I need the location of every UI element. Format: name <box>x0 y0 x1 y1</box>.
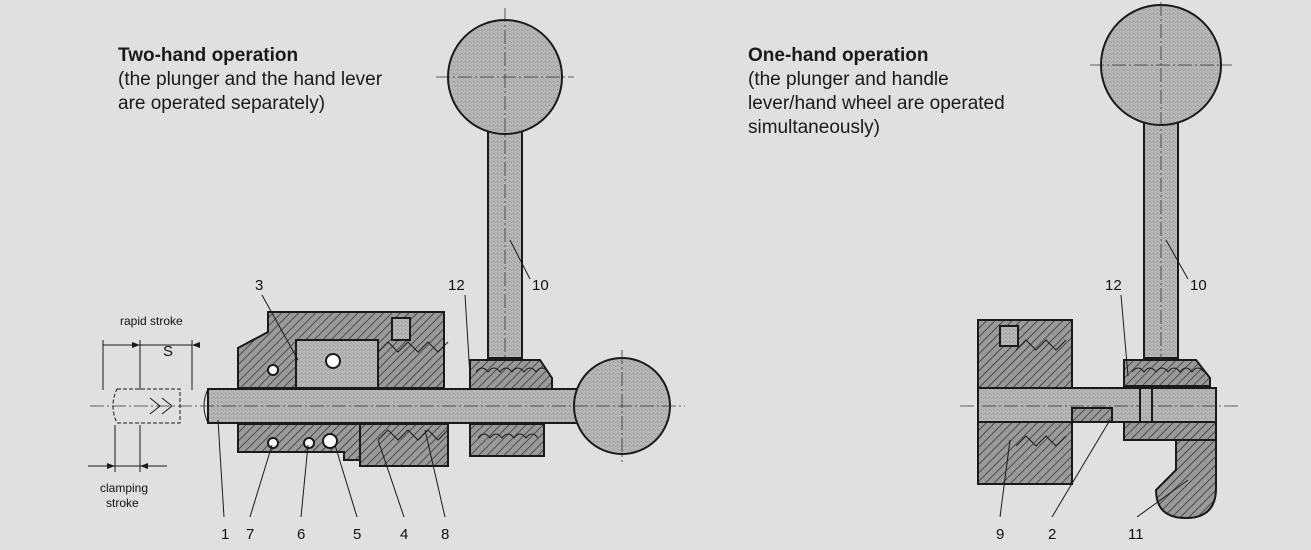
two-hand-heading: Two-hand operation (the plunger and the … <box>118 44 448 116</box>
one-hand-subtitle-line-1: (the plunger and handle <box>748 69 949 90</box>
left-part-5: 5 <box>353 526 361 543</box>
left-part-10: 10 <box>532 277 549 294</box>
right-part-11: 11 <box>1128 526 1144 543</box>
right-housing-lower <box>977 421 1073 485</box>
one-hand-subtitle-line-2: lever/hand wheel are operated <box>748 93 1005 114</box>
clamping-label-1: clamping <box>100 481 148 495</box>
left-part-6: 6 <box>297 526 305 543</box>
right-lever-hub <box>1123 359 1211 387</box>
right-handwheel <box>1154 439 1217 520</box>
one-hand-title: One-hand operation <box>748 45 929 66</box>
left-part-7: 7 <box>246 526 254 543</box>
left-part-3: 3 <box>255 277 263 294</box>
left-ball-lower <box>322 433 338 449</box>
left-ball-upper <box>325 353 341 369</box>
clamping-label-2: stroke <box>106 496 139 510</box>
two-hand-subtitle-line-2: are operated separately) <box>118 93 326 114</box>
left-part-4: 4 <box>400 526 408 543</box>
left-part-1: 1 <box>221 526 229 543</box>
rapid-stroke-label: rapid stroke <box>120 314 183 328</box>
one-hand-assembly: 12 10 9 2 11 <box>960 2 1240 543</box>
left-lever-hub <box>469 359 553 391</box>
right-part-2: 2 <box>1048 526 1056 543</box>
two-hand-assembly: rapid stroke S clamping stroke 3 12 10 1… <box>88 8 685 543</box>
one-hand-subtitle-line-3: simultaneously) <box>748 117 880 138</box>
right-part-10: 10 <box>1190 277 1207 294</box>
stroke-s-label: S <box>163 343 173 360</box>
right-handwheel-hub <box>1123 421 1217 441</box>
left-plunger-tip <box>112 388 181 424</box>
two-hand-subtitle-line-1: (the plunger and the hand lever <box>118 69 383 90</box>
left-part-12: 12 <box>448 277 465 294</box>
one-hand-heading: One-hand operation (the plunger and hand… <box>748 44 1048 140</box>
left-part-8: 8 <box>441 526 449 543</box>
left-threaded-sleeve <box>359 423 449 467</box>
two-hand-title: Two-hand operation <box>118 45 299 66</box>
left-spring-sleeve <box>469 423 545 457</box>
right-housing-upper <box>977 319 1073 389</box>
right-part-12: 12 <box>1105 277 1122 294</box>
right-part-9: 9 <box>996 526 1004 543</box>
